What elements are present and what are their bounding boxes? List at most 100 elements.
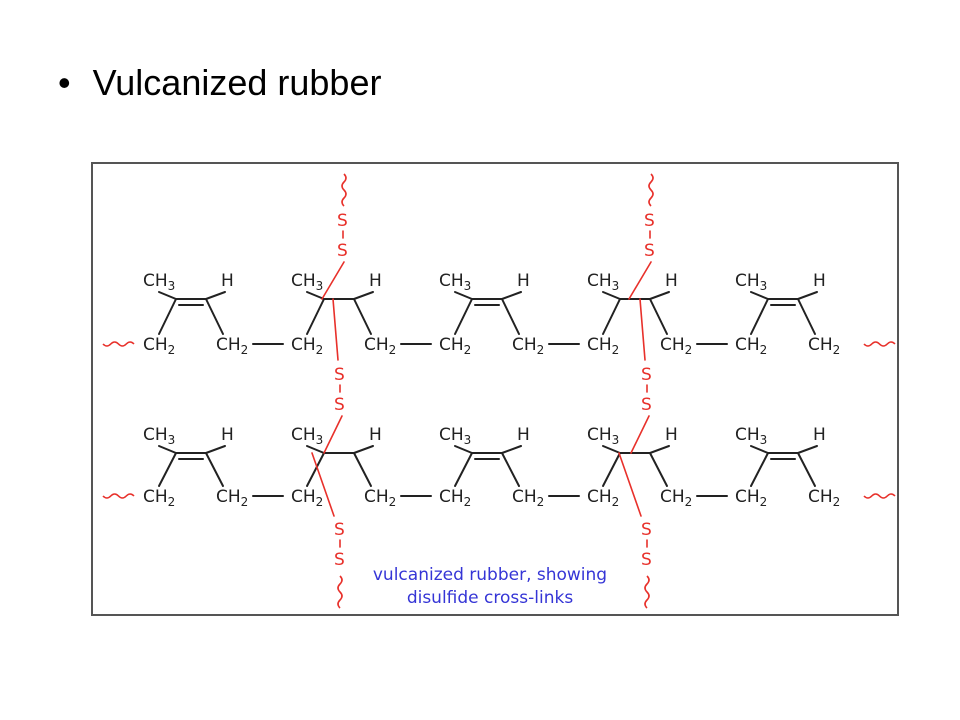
chain1-bond bbox=[649, 291, 670, 300]
chain1-ch2-label: CH2 bbox=[291, 335, 323, 357]
chain2-h-label: H bbox=[221, 425, 234, 445]
chain2-ch2-label: CH2 bbox=[808, 487, 840, 509]
crosslink2-tail-top bbox=[648, 173, 654, 207]
chain1-bond bbox=[750, 291, 769, 300]
chain1-bond bbox=[353, 298, 372, 335]
chain1-ch2-label: CH2 bbox=[216, 335, 248, 357]
chain2-bond bbox=[306, 452, 325, 487]
chain2-ch2-label: CH2 bbox=[587, 487, 619, 509]
chain1-end-left bbox=[102, 341, 135, 347]
crosslink2-s-c-bond bbox=[630, 415, 650, 454]
bullet-dot: • bbox=[58, 62, 71, 103]
crosslink1-sulfur: S bbox=[334, 365, 345, 385]
bullet-text: Vulcanized rubber bbox=[92, 62, 382, 103]
chain2-bond bbox=[797, 452, 816, 487]
crosslink1-sulfur: S bbox=[337, 211, 348, 231]
chain1-bond bbox=[750, 298, 769, 335]
chain1-bond bbox=[602, 298, 621, 335]
chain2-ch2-label: CH2 bbox=[291, 487, 323, 509]
chain1-bond bbox=[454, 291, 473, 300]
crosslink2-tail-bottom bbox=[644, 575, 650, 609]
chain1-end-right bbox=[863, 341, 896, 347]
caption-line-2: disulfide cross-links bbox=[407, 588, 574, 608]
chain1-h-label: H bbox=[369, 271, 382, 291]
chain2-ch2-label: CH2 bbox=[439, 487, 471, 509]
chain2-bond bbox=[205, 452, 224, 487]
chain1-bond bbox=[205, 298, 224, 335]
chain2-bond bbox=[353, 445, 374, 454]
chain1-ch3-label: CH3 bbox=[143, 271, 175, 293]
chain1-ch2-label: CH2 bbox=[808, 335, 840, 357]
chain2-bond bbox=[454, 452, 473, 487]
chain1-ch2-label: CH2 bbox=[439, 335, 471, 357]
crosslink2-c-s-bond bbox=[639, 298, 646, 361]
chain1-h-label: H bbox=[517, 271, 530, 291]
chain2-ch2-label: CH2 bbox=[143, 487, 175, 509]
chain2-bond bbox=[797, 445, 818, 454]
chain2-ch3-label: CH3 bbox=[291, 425, 323, 447]
crosslink1-sulfur: S bbox=[334, 395, 345, 415]
crosslink1-c-s-bond bbox=[311, 452, 335, 517]
chain1-ch3-label: CH3 bbox=[439, 271, 471, 293]
chain1-ch2-label: CH2 bbox=[587, 335, 619, 357]
chain2-h-label: H bbox=[813, 425, 826, 445]
crosslink1-tail-top bbox=[341, 173, 347, 207]
crosslink2-s-c-bond bbox=[628, 261, 652, 300]
chain2-ch3-label: CH3 bbox=[143, 425, 175, 447]
crosslink2-sulfur: S bbox=[641, 365, 652, 385]
chain2-bond bbox=[306, 445, 325, 454]
chain1-bond bbox=[501, 291, 522, 300]
chain2-bond bbox=[602, 445, 621, 454]
chain2-h-label: H bbox=[665, 425, 678, 445]
crosslink1-sulfur: S bbox=[334, 520, 345, 540]
chain1-bond bbox=[797, 298, 816, 335]
chain2-h-label: H bbox=[517, 425, 530, 445]
chain2-end-left bbox=[102, 493, 135, 499]
crosslink2-sulfur: S bbox=[641, 550, 652, 570]
chain2-bond bbox=[158, 452, 177, 487]
chain2-ch2-label: CH2 bbox=[660, 487, 692, 509]
chain1-ch2-label: CH2 bbox=[143, 335, 175, 357]
chain1-bond bbox=[306, 291, 325, 300]
chain1-ch3-label: CH3 bbox=[735, 271, 767, 293]
crosslink1-c-s-bond bbox=[332, 298, 339, 361]
chain2-ch2-label: CH2 bbox=[216, 487, 248, 509]
chain1-bond bbox=[602, 291, 621, 300]
crosslink1-s-c-bond bbox=[323, 415, 343, 454]
chain2-bond bbox=[750, 452, 769, 487]
chain1-ch2-label: CH2 bbox=[660, 335, 692, 357]
chain1-bond bbox=[353, 291, 374, 300]
chain1-bond bbox=[797, 291, 818, 300]
caption-line-1: vulcanized rubber, showing bbox=[373, 565, 607, 585]
chain2-ch2-label: CH2 bbox=[512, 487, 544, 509]
chain2-bond bbox=[205, 445, 226, 454]
chain2-bond bbox=[158, 445, 177, 454]
chain2-ch3-label: CH3 bbox=[735, 425, 767, 447]
chain2-bond bbox=[501, 445, 522, 454]
chain2-bond bbox=[501, 452, 520, 487]
chain1-ch3-label: CH3 bbox=[587, 271, 619, 293]
slide-bullet: • Vulcanized rubber bbox=[58, 62, 381, 104]
crosslink1-s-c-bond bbox=[321, 261, 345, 300]
chain2-end-right bbox=[863, 493, 896, 499]
chain2-bond bbox=[750, 445, 769, 454]
crosslink1-sulfur: S bbox=[334, 550, 345, 570]
chain1-bond bbox=[205, 291, 226, 300]
chain2-ch2-label: CH2 bbox=[364, 487, 396, 509]
chain1-ch2-label: CH2 bbox=[735, 335, 767, 357]
chain2-bond bbox=[649, 445, 670, 454]
chain2-ch3-label: CH3 bbox=[587, 425, 619, 447]
chain2-bond bbox=[649, 452, 668, 487]
crosslink2-c-s-bond bbox=[618, 452, 642, 517]
chain1-h-label: H bbox=[665, 271, 678, 291]
chain2-bond bbox=[454, 445, 473, 454]
chain1-h-label: H bbox=[221, 271, 234, 291]
chain2-bond bbox=[602, 452, 621, 487]
crosslink2-sulfur: S bbox=[641, 520, 652, 540]
chain2-ch3-label: CH3 bbox=[439, 425, 471, 447]
chain1-bond bbox=[158, 291, 177, 300]
crosslink2-sulfur: S bbox=[644, 241, 655, 261]
chain1-ch2-label: CH2 bbox=[364, 335, 396, 357]
